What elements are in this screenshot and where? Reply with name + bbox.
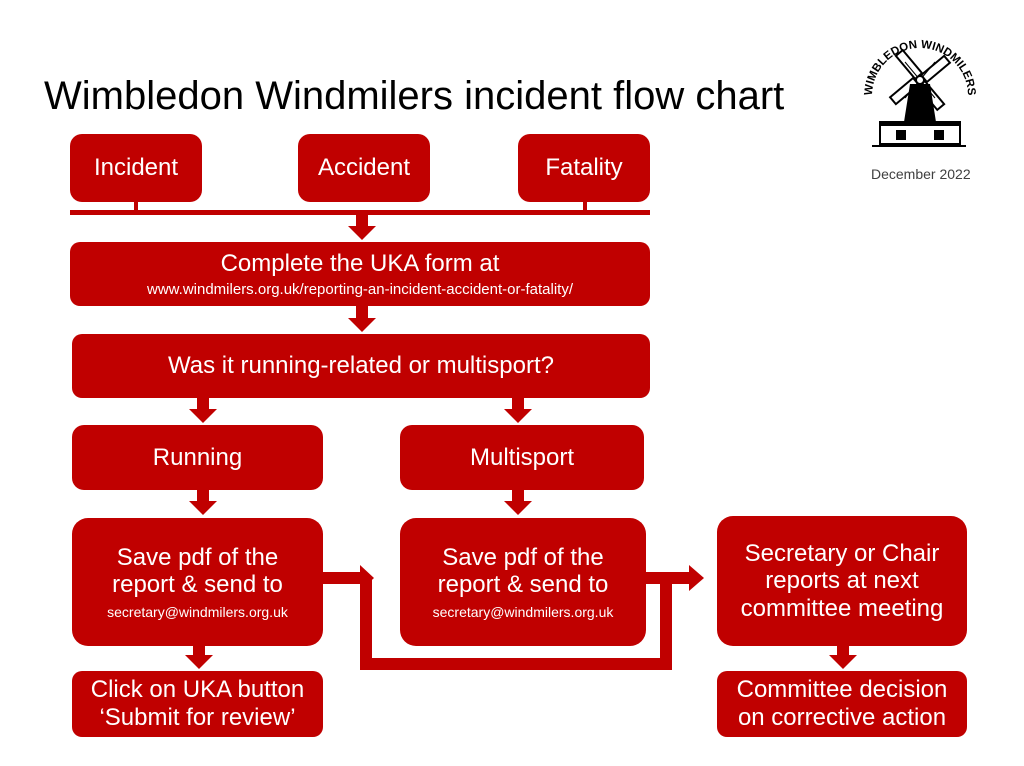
fatality-label: Fatality [545,154,623,182]
page-title: Wimbledon Windmilers incident flow chart [44,74,785,118]
arrow-to-form [348,226,376,240]
save-running-box: Save pdf of the report & send to secreta… [72,518,323,646]
uka-form-url: www.windmilers.org.uk/reporting-an-incid… [147,280,573,298]
save-running-email: secretary@windmilers.org.uk [107,604,288,621]
incident-label: Incident [93,154,179,182]
click-uka-line1: Click on UKA button [90,676,305,704]
save-multisport-line2: report & send to [437,571,609,599]
question-label: Was it running-related or multisport? [168,352,554,380]
uka-form-box: Complete the UKA form at www.windmilers.… [70,242,650,306]
accident-box: Accident [298,134,430,202]
incident-stub [134,200,138,212]
multisport-label: Multisport [469,443,575,471]
arrow-to-click-uka [185,655,213,669]
committee-box: Committee decision on corrective action [717,671,967,737]
committee-line2: on corrective action [737,704,947,731]
save-multisport-email: secretary@windmilers.org.uk [432,604,614,621]
click-uka-line2: ‘Submit for review’ [99,704,296,731]
arrow-to-save-multisport [504,501,532,515]
incident-box: Incident [70,134,202,202]
arrow-to-secretary [689,565,704,591]
windmilers-logo: WIMBLEDON WINDMILERS [860,22,978,150]
save-multisport-box: Save pdf of the report & send to secreta… [400,518,646,646]
save-running-line1: Save pdf of the [116,543,279,571]
date-label: December 2022 [871,166,971,182]
arrow-to-running [189,409,217,423]
arrow-to-multisport [504,409,532,423]
multisport-box: Multisport [400,425,644,490]
uka-form-line1: Complete the UKA form at [220,250,500,278]
running-label: Running [152,443,243,471]
fatality-stub [583,200,587,212]
arrow-to-save-running [189,501,217,515]
secretary-box: Secretary or Chair reports at next commi… [717,516,967,646]
running-box: Running [72,425,323,490]
secretary-line2: reports at next [765,567,919,595]
accident-label: Accident [317,154,411,182]
trigger-join-bar [70,210,650,215]
question-box: Was it running-related or multisport? [72,334,650,398]
fatality-box: Fatality [518,134,650,202]
save-running-line2: report & send to [112,571,283,599]
committee-line1: Committee decision [736,676,948,704]
secretary-line3: committee meeting [740,594,944,622]
save-multisport-line1: Save pdf of the [442,543,604,571]
arrow-to-question [348,318,376,332]
click-uka-box: Click on UKA button ‘Submit for review’ [72,671,323,737]
arrow-to-committee [829,655,857,669]
secretary-line1: Secretary or Chair [744,539,940,567]
